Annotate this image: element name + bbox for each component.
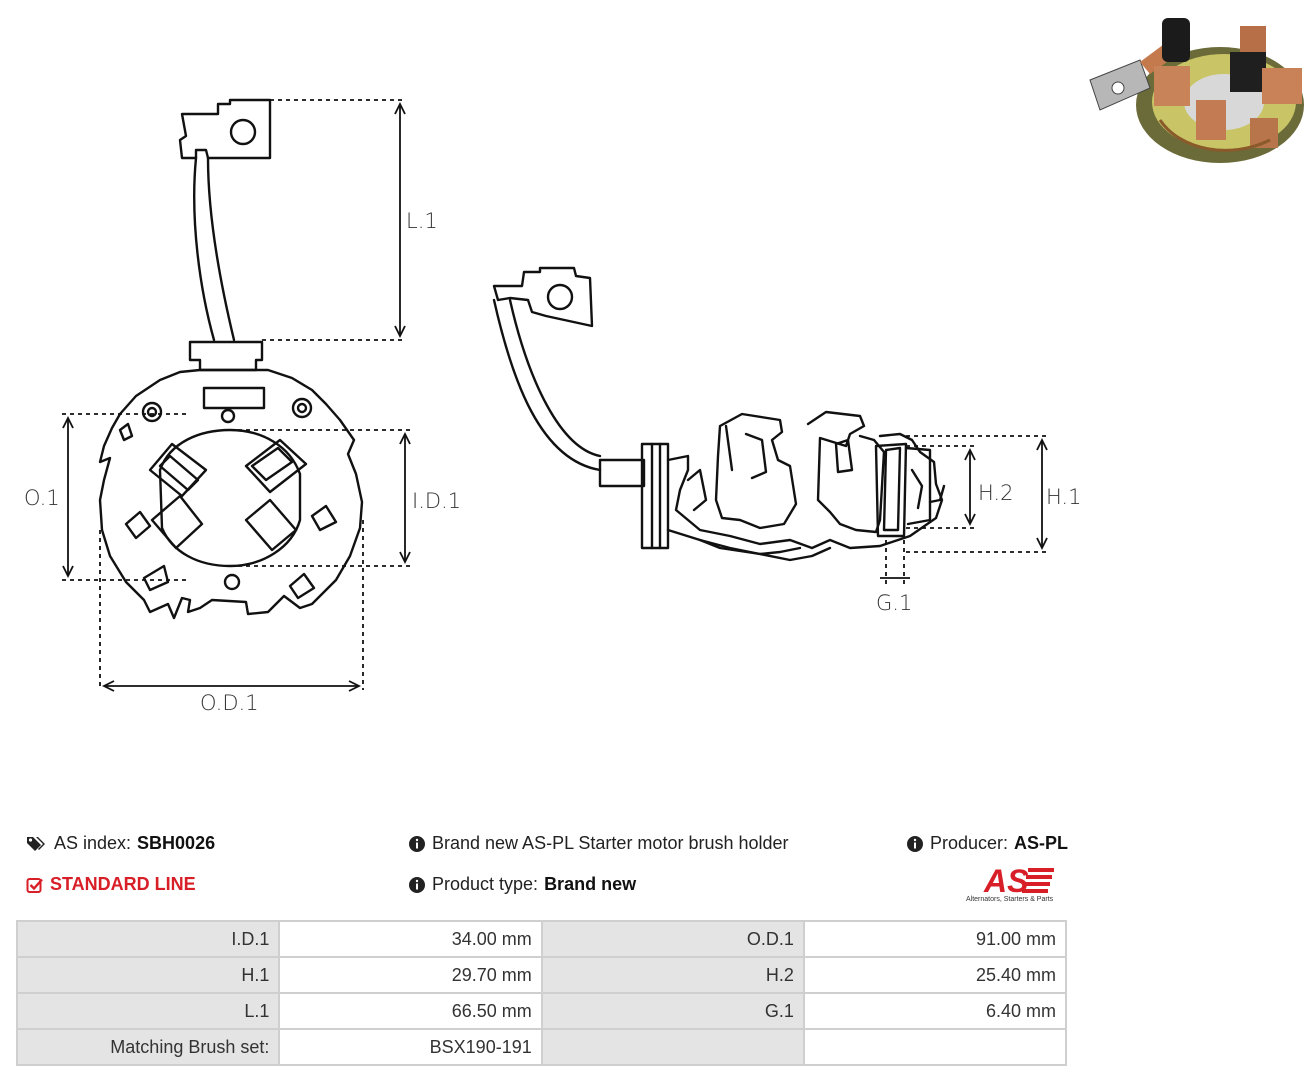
- spec-value: 6.40 mm: [802, 992, 1068, 1030]
- tags-icon: [26, 835, 48, 853]
- dim-label-l1: L.1: [406, 209, 438, 233]
- dim-label-id1: I.D.1: [412, 489, 461, 513]
- spec-label: H.2: [540, 956, 805, 994]
- dim-label-h2: H.2: [978, 481, 1013, 505]
- producer-label: Producer:: [930, 833, 1009, 853]
- product-type-label: Product type:: [432, 874, 539, 894]
- right-dimensions: [880, 435, 1048, 584]
- standard-line-text: STANDARD LINE: [50, 874, 196, 894]
- producer: Producer: AS-PL: [906, 833, 1068, 854]
- check-square-icon: [26, 876, 44, 894]
- spec-label: L.1: [15, 992, 281, 1030]
- spec-label: G.1: [540, 992, 805, 1030]
- standard-line-badge: STANDARD LINE: [26, 874, 196, 895]
- description: Brand new AS-PL Starter motor brush hold…: [408, 833, 789, 854]
- as-index-label: AS index:: [54, 833, 132, 853]
- spec-value: [802, 1028, 1068, 1066]
- logo-text: AS: [983, 864, 1029, 896]
- logo-tagline: Alternators, Starters & Parts: [966, 896, 1054, 903]
- as-logo: AS Alternators, Starters & Parts: [962, 863, 1068, 908]
- spec-value: 66.50 mm: [278, 992, 543, 1030]
- left-dimensions: [62, 99, 411, 692]
- table-row: I.D.1 34.00 mm O.D.1 91.00 mm: [15, 920, 1068, 958]
- info-circle-icon: [906, 835, 924, 853]
- dim-label-h1: H.1: [1046, 485, 1081, 509]
- info-circle-icon: [408, 876, 426, 894]
- table-row: H.1 29.70 mm H.2 25.40 mm: [15, 956, 1068, 994]
- technical-drawing: L.1 O.1 I.D.1 O.D.1 H.2 H.1 G.1: [24, 18, 1304, 715]
- right-view: [492, 266, 946, 562]
- spec-label: Matching Brush set:: [15, 1028, 281, 1066]
- spec-value: 29.70 mm: [278, 956, 543, 994]
- info-circle-icon: [408, 835, 426, 853]
- product-type: Product type: Brand new: [408, 874, 636, 895]
- table-row: Matching Brush set: BSX190-191: [15, 1028, 1068, 1066]
- table-row: L.1 66.50 mm G.1 6.40 mm: [15, 992, 1068, 1030]
- producer-value: AS-PL: [1014, 833, 1069, 853]
- spec-label: [540, 1028, 805, 1066]
- specs-table: I.D.1 34.00 mm O.D.1 91.00 mm H.1 29.70 …: [15, 920, 1068, 1066]
- spec-value: 91.00 mm: [802, 920, 1068, 958]
- spec-label: O.D.1: [540, 920, 805, 958]
- dim-label-o1: O.1: [24, 486, 60, 510]
- product-type-value: Brand new: [544, 874, 637, 894]
- product-photo: [1089, 18, 1304, 163]
- as-index: AS index: SBH0026: [26, 833, 215, 854]
- spec-label: I.D.1: [15, 920, 281, 958]
- spec-value: 25.40 mm: [802, 956, 1068, 994]
- description-text: Brand new AS-PL Starter motor brush hold…: [432, 833, 789, 853]
- left-view: [98, 98, 364, 620]
- spec-value: BSX190-191: [278, 1028, 543, 1066]
- spec-label: H.1: [15, 956, 281, 994]
- dim-label-od1: O.D.1: [200, 691, 259, 715]
- dim-label-g1: G.1: [876, 591, 912, 615]
- spec-value: 34.00 mm: [278, 920, 543, 958]
- as-index-value: SBH0026: [137, 833, 216, 853]
